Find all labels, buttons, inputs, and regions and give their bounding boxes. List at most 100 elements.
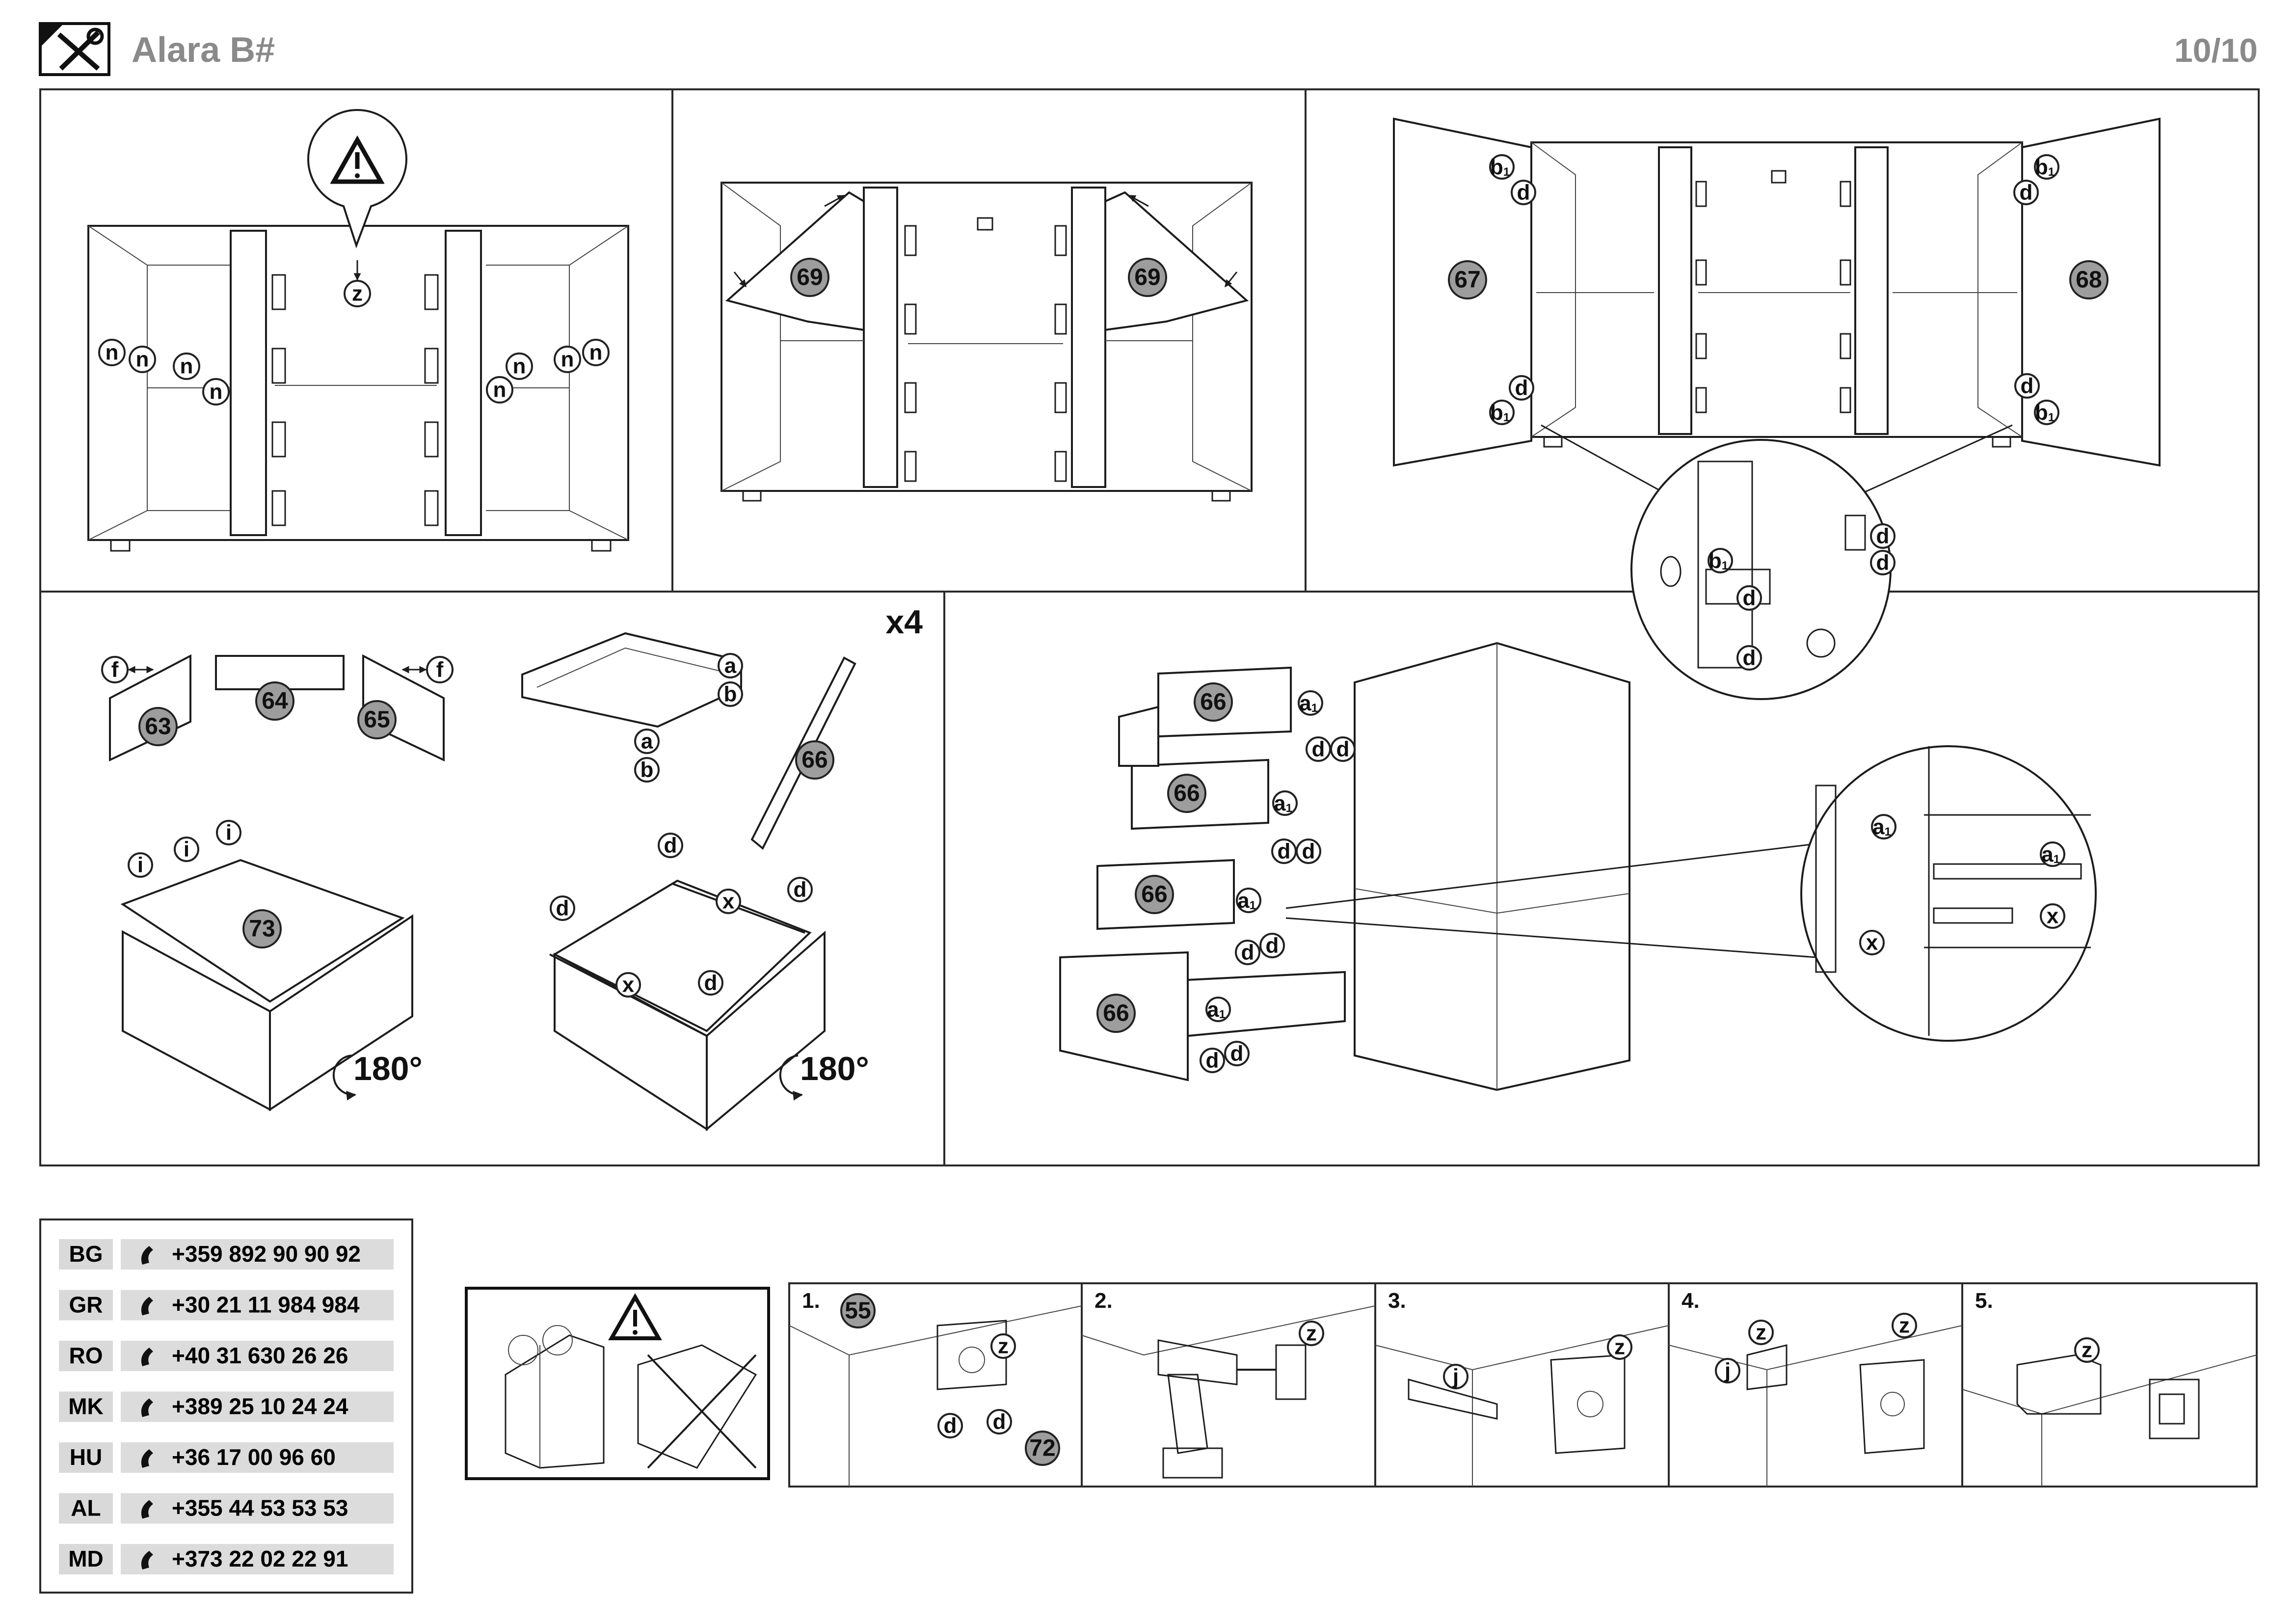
panel-drawer-chest: 66 66 66 66 a1 d d a1 d d a1 d d a1 d d [1059, 642, 2097, 1091]
country-code-bg [59, 1544, 113, 1574]
step-3: 3. j z [1375, 1289, 1669, 1487]
phone-icon [141, 1449, 153, 1468]
tag-z: z [1756, 1321, 1766, 1345]
svg-text:a1: a1 [1299, 691, 1318, 715]
hinge-detail: b1 d d d d [1630, 439, 1896, 700]
svg-text:b1: b1 [1709, 549, 1728, 573]
part-55: 55 [845, 1298, 871, 1324]
phone-row: HU+36 17 00 96 60 [59, 1442, 394, 1473]
phone-number: +389 25 10 24 24 [172, 1394, 348, 1419]
svg-text:b1: b1 [1490, 155, 1510, 179]
tag-d: d [1743, 586, 1756, 610]
warning-icon [608, 1293, 662, 1340]
phone-number: +359 892 90 90 92 [172, 1241, 361, 1267]
tag-d: d [1876, 551, 1890, 575]
phone-number-bg [121, 1239, 394, 1270]
tag-i: i [184, 838, 189, 862]
step-number: 2. [1095, 1289, 1113, 1313]
tag-x: x [622, 973, 635, 997]
part-64: 64 [262, 688, 288, 714]
phone-row: RO+40 31 630 26 26 [59, 1341, 394, 1371]
panel-drawer-assembly: x4 63 64 65 f f a b a b 66 73 i i i 180° [101, 603, 923, 1132]
tag-x: x [2047, 904, 2059, 928]
tag-i: i [137, 853, 143, 877]
tag-d: d [993, 1410, 1006, 1434]
panel-doors-fold: 69 69 [721, 182, 1253, 502]
tag-j: j [1452, 1365, 1459, 1389]
part-66: 66 [1103, 1001, 1129, 1027]
tag-a1-sub: 1 [1250, 899, 1256, 912]
phone-number-bg [121, 1493, 394, 1524]
tag-z: z [352, 282, 363, 306]
tag-b: b [724, 682, 737, 706]
phone-number: +30 21 11 984 984 [172, 1292, 360, 1318]
tag-d: d [1336, 737, 1350, 761]
step-number: 1. [802, 1289, 820, 1313]
doc-title: Alara B# [132, 30, 275, 70]
tag-b1: b [2035, 401, 2048, 425]
page-number: 10/10 [2174, 32, 2258, 69]
tag-a1: a [1299, 691, 1311, 715]
svg-text:b1: b1 [1490, 401, 1510, 425]
tag-d: d [2020, 181, 2033, 205]
phone-row: MK +389 25 10 24 24 [59, 1391, 394, 1422]
tag-z: z [1899, 1314, 1910, 1338]
step-2: 2. z [1081, 1289, 1376, 1479]
tag-z: z [1614, 1335, 1625, 1359]
phone-icon [141, 1500, 153, 1519]
tag-n: n [513, 354, 526, 379]
tag-d: d [944, 1414, 957, 1438]
phone-icon [141, 1348, 153, 1366]
part-68: 68 [2076, 267, 2102, 293]
tag-d: d [2021, 374, 2034, 398]
part-66: 66 [1174, 781, 1200, 807]
tag-a1: a [1207, 998, 1219, 1022]
tag-z: z [998, 1334, 1009, 1358]
tag-a1-sub: 1 [2054, 853, 2060, 866]
warning-callout: z [307, 109, 407, 307]
tag-n: n [136, 348, 149, 372]
step-1: 1. 55 72 z d d [789, 1289, 1082, 1487]
phone-number-bg [121, 1442, 394, 1473]
shelf-pin-tags: n n n n n n n n [98, 339, 610, 406]
phone-row: GR+30 21 11 984 984 [59, 1290, 394, 1321]
tag-n: n [493, 378, 507, 402]
tag-n: n [589, 341, 603, 365]
tag-d: d [1517, 181, 1530, 205]
tag-d: d [1515, 376, 1528, 400]
country-code-bg [59, 1239, 113, 1270]
country-code-bg [59, 1341, 113, 1371]
phone-row: BG+359 892 90 90 92 [59, 1239, 394, 1270]
tag-x: x [722, 890, 735, 914]
svg-text:a1: a1 [1274, 791, 1292, 815]
warning-icon [330, 135, 385, 184]
wall-fix-warning [465, 1287, 770, 1480]
tag-f: f [436, 658, 444, 682]
tools-icon [39, 22, 110, 76]
tag-d: d [1312, 737, 1325, 761]
tag-a1: a [1237, 889, 1250, 913]
country-code: RO [69, 1343, 103, 1368]
country-code-bg [59, 1391, 113, 1422]
country-code-bg [59, 1442, 113, 1473]
support-phones: BG+359 892 90 90 92 GR+30 21 11 984 984RO… [39, 1218, 413, 1594]
tag-a1: a [1872, 815, 1885, 839]
tag-n: n [106, 341, 119, 365]
step-number: 3. [1388, 1289, 1406, 1313]
tag-d: d [1876, 524, 1890, 548]
phone-row: MD+373 22 02 22 91 [59, 1544, 394, 1574]
step-number: 4. [1682, 1289, 1700, 1313]
panel-cabinet-shelves: z n n n n n n n n [87, 109, 629, 552]
tag-d: d [1241, 941, 1255, 965]
tag-d: d [1266, 934, 1279, 958]
rotation-label: 180° [353, 1050, 423, 1087]
tag-x: x [1866, 931, 1878, 955]
header: Alara B# 10/10 [39, 22, 2258, 76]
tag-a1: a [1274, 791, 1286, 815]
tag-d: d [1230, 1042, 1244, 1066]
phone-icon [141, 1551, 153, 1570]
tag-b1: b [2035, 155, 2048, 179]
tag-n: n [561, 348, 574, 372]
tag-b1: b [1490, 155, 1503, 179]
country-code: MK [68, 1394, 104, 1419]
